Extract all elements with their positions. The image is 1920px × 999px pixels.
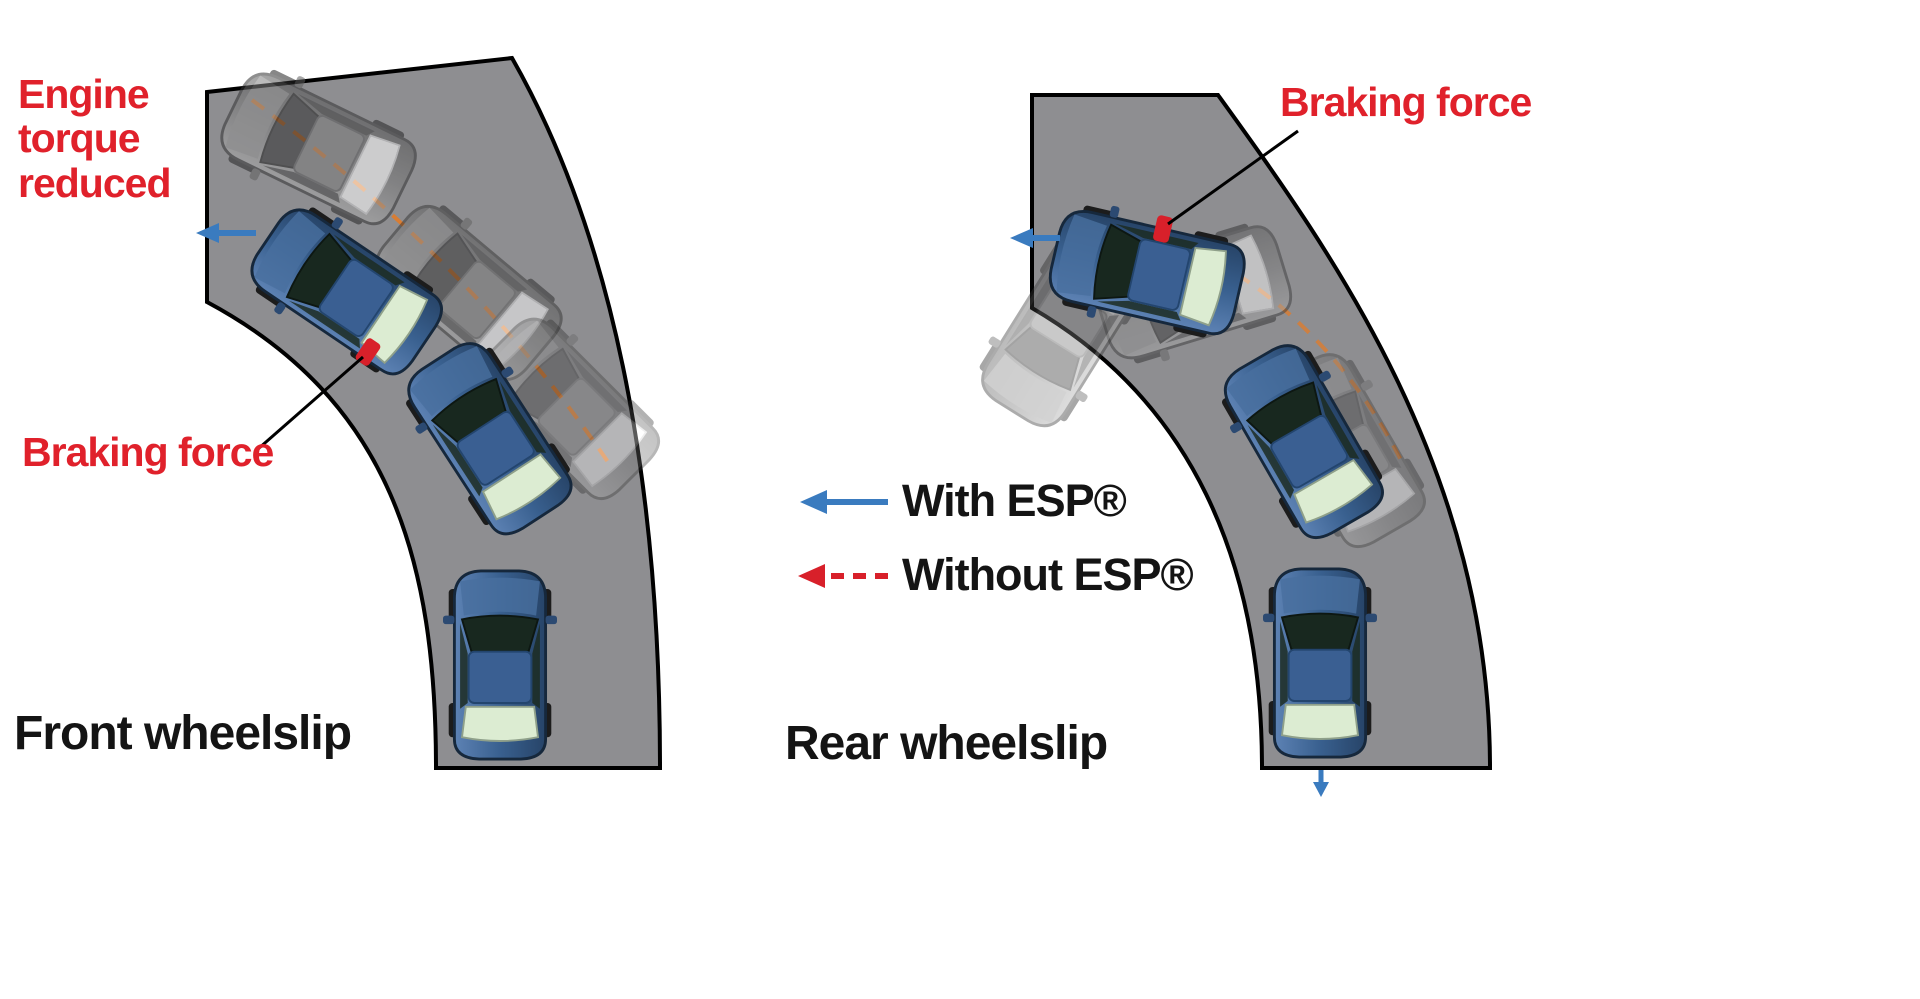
with-esp-arrow: [196, 223, 256, 243]
braking-force-right-label: Braking force: [1280, 79, 1532, 125]
legend-without-esp-label: Without ESP®: [902, 549, 1194, 600]
legend-without-esp-arrow: [798, 564, 888, 588]
esp-car: [1261, 567, 1379, 759]
annotation-line: [1167, 129, 1299, 226]
braking-force-left-label: Braking force: [22, 429, 274, 475]
legend-with-esp-label: With ESP®: [902, 475, 1127, 526]
brake-mark: [1153, 215, 1173, 243]
annotation-line: [257, 355, 364, 451]
rear-wheelslip-title: Rear wheelslip: [785, 717, 1108, 770]
with-esp-arrow: [1313, 770, 1329, 797]
with-esp-arrow: [1010, 228, 1060, 248]
front-wheelslip-title: Front wheelslip: [14, 707, 352, 760]
legend-with-esp-arrow: [800, 490, 888, 514]
engine-torque-label: Engine torque reduced: [18, 71, 172, 206]
esp-car: [441, 569, 559, 761]
